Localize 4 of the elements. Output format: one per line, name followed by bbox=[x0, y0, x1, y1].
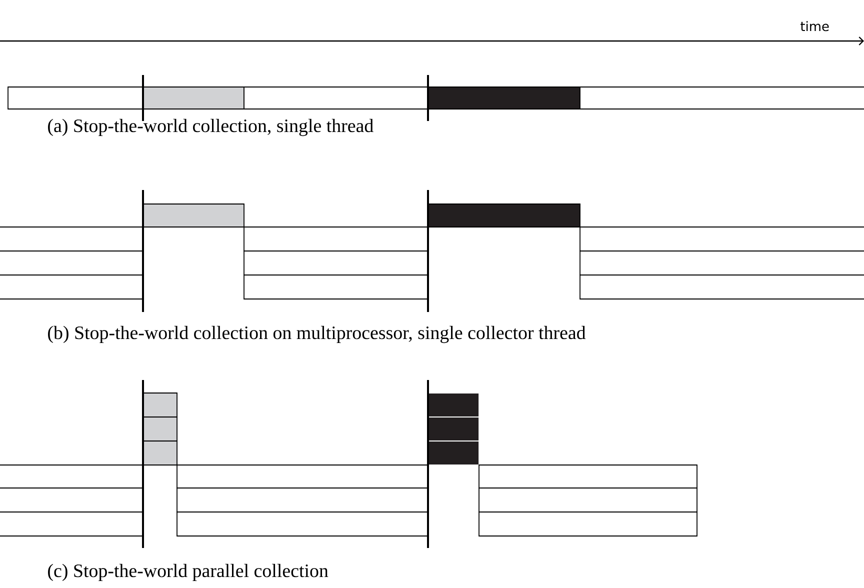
caption: (b) Stop-the-world collection on multiprocessor, single collector thread bbox=[48, 326, 586, 344]
caption: (a) Stop-the-world collection, single thread bbox=[48, 118, 374, 136]
axis-label: time bbox=[800, 21, 829, 32]
caption: (c) Stop-the-world parallel collection bbox=[48, 564, 328, 582]
